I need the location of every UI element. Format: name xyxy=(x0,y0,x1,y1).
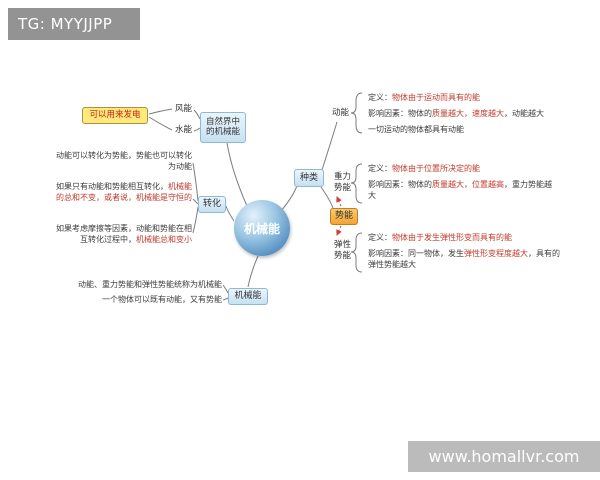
node-potential: 势能 xyxy=(330,208,358,225)
elastic-factors-label: 影响因素： xyxy=(368,249,408,258)
root-node: 机械能 xyxy=(234,200,290,256)
edge-root-nature xyxy=(226,142,248,207)
edge-water-power xyxy=(148,116,173,131)
elastic-definition-label: 定义： xyxy=(368,233,392,242)
watermark-bottom: www.homallvr.com xyxy=(408,441,600,472)
node-kinetic-label: 动能 xyxy=(332,108,350,118)
watermark-top: TG: MYYJJPP xyxy=(8,8,140,40)
kinetic-definition-text: 物体由于运动而具有的能 xyxy=(392,93,480,102)
elastic-factors-3: ，具有的弹性势能越大 xyxy=(368,249,560,269)
edge-potential-gravitational xyxy=(336,196,342,207)
brace-elastic xyxy=(350,232,363,273)
wind-label: 风能 xyxy=(175,104,193,114)
branch-node-transform: 转化 xyxy=(198,196,226,213)
gravitational-factors-3: ，重力势能越大 xyxy=(368,180,552,200)
edge-transform-p1 xyxy=(192,162,199,202)
branch-node-types: 种类 xyxy=(294,169,324,187)
kinetic-factors-label: 影响因素： xyxy=(368,109,408,118)
transform-point-3-red: 机械能总和变小 xyxy=(136,235,192,244)
gravitational-definition-label: 定义： xyxy=(368,164,392,173)
edge-potential-elastic xyxy=(336,225,342,236)
gravitational-factors-2: 质量越大，位置越高 xyxy=(432,180,504,189)
brace-gravitational xyxy=(350,163,363,204)
elastic-factors-2: 弹性形变程度越大 xyxy=(464,249,528,258)
gravitational-definition-text: 物体由于位置所决定的能 xyxy=(392,164,480,173)
elastic-factors: 影响因素：同一物体，发生弹性形变程度越大，具有的弹性势能越大 xyxy=(368,248,564,270)
node-gravitational-label: 重力势能 xyxy=(333,172,351,193)
transform-point-1: 动能可以转化为势能，势能也可以转化为动能 xyxy=(56,151,192,171)
kinetic-factors-1: 物体的 xyxy=(408,109,432,118)
gravitational-factors: 影响因素：物体的质量越大，位置越高，重力势能越大 xyxy=(368,179,558,201)
gravitational-definition: 定义：物体由于位置所决定的能 xyxy=(368,163,586,174)
transform-point-3: 如果考虑摩擦等因素，动能和势能在相互转化过程中，机械能总和变小 xyxy=(52,223,192,245)
kinetic-note: 一切运动的物体都具有动能 xyxy=(368,125,464,134)
power-generation-node: 可以用来发电 xyxy=(82,107,148,124)
brace-kinetic xyxy=(350,92,363,134)
gravitational-factors-label: 影响因素： xyxy=(368,180,408,189)
edge-types-kinetic xyxy=(321,121,338,171)
kinetic-definition: 定义：物体由于运动而具有的能 xyxy=(368,92,586,103)
edge-root-transform xyxy=(225,205,235,222)
transform-point-2: 如果只有动能和势能相互转化，机械能的总和不变，或者说，机械能是守恒的 xyxy=(52,181,192,203)
mechanical-point-2: 一个物体可以既有动能，又有势能 xyxy=(102,295,222,304)
elastic-definition: 定义：物体由于发生弹性形变而具有的能 xyxy=(368,232,586,243)
branch-node-nature-label: 自然界中的机械能 xyxy=(205,116,240,137)
edge-root-mechanical xyxy=(247,255,259,288)
mechanical-point-1: 动能、重力势能和弹性势能统称为机械能 xyxy=(78,280,222,289)
kinetic-factors-2: 质量越大，速度越大 xyxy=(432,109,504,118)
branch-node-nature: 自然界中的机械能 xyxy=(200,112,246,143)
kinetic-factors: 影响因素：物体的质量越大，速度越大，动能越大 xyxy=(368,108,586,119)
kinetic-definition-label: 定义： xyxy=(368,93,392,102)
edge-types-potential xyxy=(320,186,334,209)
node-elastic-label: 弹性势能 xyxy=(333,240,351,261)
transform-point-2-red: 机械能的总和不变，或者说，机械能是守恒的 xyxy=(56,182,192,202)
kinetic-factors-3: ，动能越大 xyxy=(504,109,544,118)
elastic-factors-1: 同一物体，发生 xyxy=(408,249,464,258)
elastic-definition-text: 物体由于发生弹性形变而具有的能 xyxy=(392,233,512,242)
water-label: 水能 xyxy=(175,125,193,135)
edge-wind-power xyxy=(148,108,173,115)
branch-node-mechanical: 机械能 xyxy=(228,288,268,305)
transform-point-2-black: 如果只有动能和势能相互转化， xyxy=(56,182,168,191)
gravitational-factors-1: 物体的 xyxy=(408,180,432,189)
edge-root-types xyxy=(280,185,298,212)
transform-point-3-black: 如果考虑摩擦等因素，动能和势能在相互转化过程中， xyxy=(56,224,192,244)
